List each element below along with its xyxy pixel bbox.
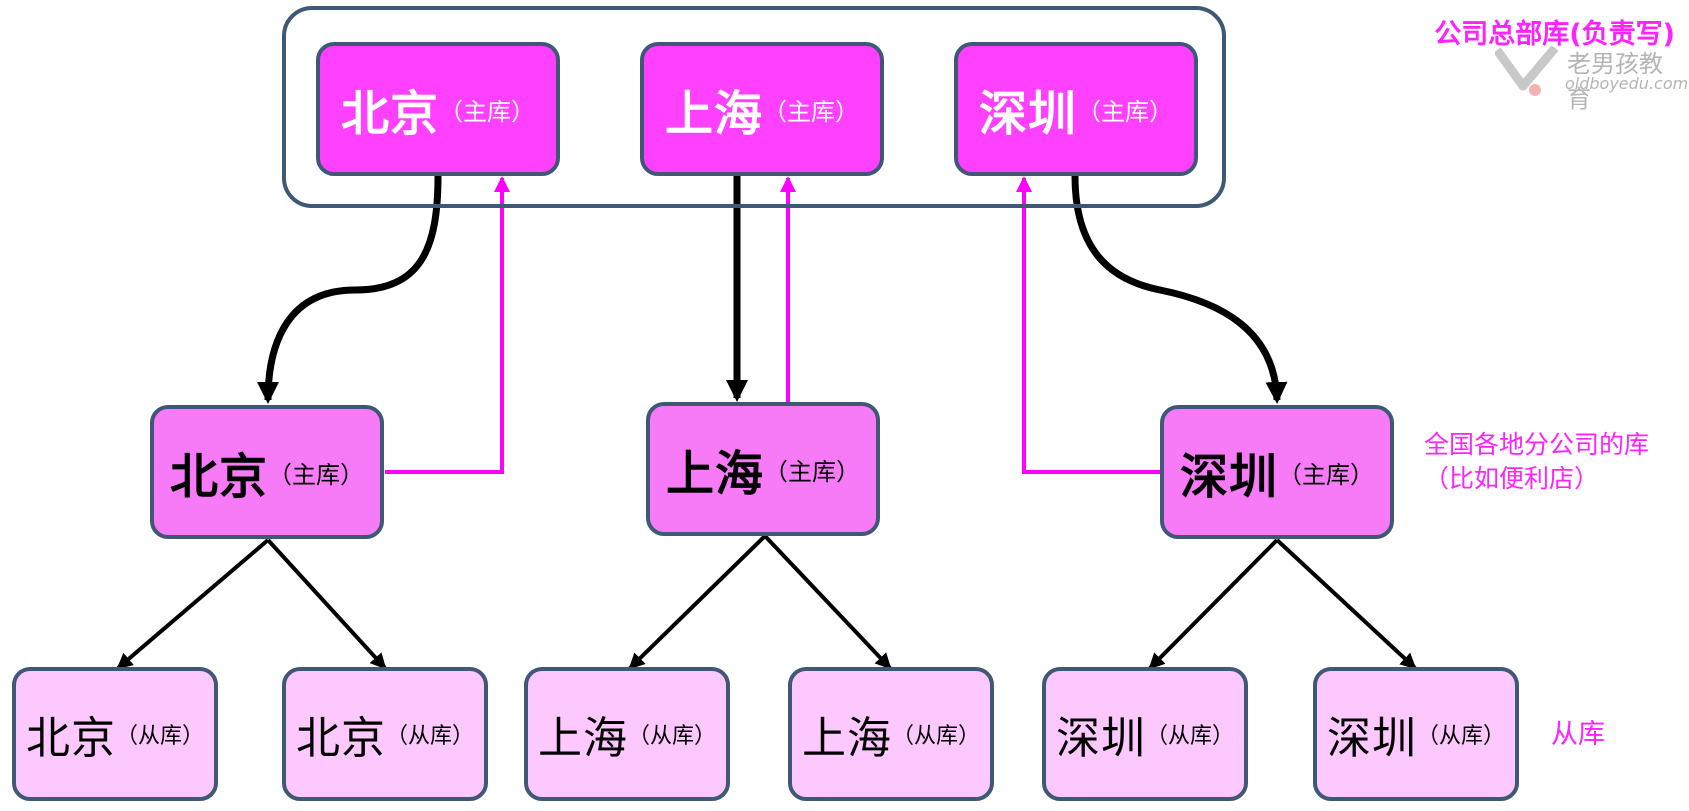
node-role: （从库） <box>385 724 474 749</box>
oldboy-logo-icon <box>1495 46 1559 96</box>
watermark: 老男孩教育 oldboyedu.com <box>1495 44 1689 113</box>
slave-arrow-shenzhen-2 <box>1275 538 1417 670</box>
slave-node-shenzhen-1: 深圳 （从库） <box>1042 667 1248 801</box>
slave-node-shanghai-1: 上海 （从库） <box>524 667 730 801</box>
watermark-name: 老男孩教育 <box>1567 50 1663 113</box>
slave-arrow-shanghai-1 <box>628 534 767 670</box>
hq-group-frame <box>282 6 1226 208</box>
node-role: （主库） <box>1278 460 1374 489</box>
node-city: 深圳 <box>1326 713 1417 764</box>
slave-arrow-beijing-2 <box>266 538 387 670</box>
node-role: （从库） <box>115 724 204 749</box>
node-city: 北京 <box>340 86 439 142</box>
node-role: （主库） <box>439 97 535 126</box>
slave-node-beijing-2: 北京 （从库） <box>282 667 488 801</box>
replication-arrow-beijing <box>257 175 442 404</box>
hq-node-shenzhen: 深圳 （主库） <box>954 42 1198 176</box>
node-city: 上海 <box>664 86 763 142</box>
branch-node-shenzhen: 深圳 （主库） <box>1160 405 1394 539</box>
sync-arrow-beijing <box>385 176 510 474</box>
watermark-url: oldboyedu.com <box>1565 74 1689 93</box>
branch-node-shanghai: 上海 （主库） <box>646 402 880 536</box>
node-role: （主库） <box>268 460 364 489</box>
branch-tier-label-line2: （比如便利店） <box>1424 464 1600 493</box>
node-role: （主库） <box>763 97 859 126</box>
node-role: （从库） <box>1416 724 1505 749</box>
sync-arrow-shenzhen <box>1016 176 1160 474</box>
branch-tier-label: 全国各地分公司的库 （比如便利店） <box>1424 428 1649 496</box>
node-city: 上海 <box>537 713 628 764</box>
node-city: 上海 <box>665 446 764 502</box>
node-city: 北京 <box>25 713 116 764</box>
slave-arrow-shanghai-2 <box>763 534 892 670</box>
hq-node-shanghai: 上海 （主库） <box>640 42 884 176</box>
slave-arrow-beijing-1 <box>116 538 270 670</box>
slave-arrow-shenzhen-1 <box>1148 538 1279 670</box>
node-city: 深圳 <box>1055 713 1146 764</box>
node-city: 深圳 <box>978 86 1077 142</box>
node-city: 上海 <box>801 713 892 764</box>
slave-tier-label: 从库 <box>1551 719 1605 750</box>
node-city: 北京 <box>295 713 386 764</box>
branch-tier-label-line1: 全国各地分公司的库 <box>1424 430 1650 459</box>
slave-node-shanghai-2: 上海 （从库） <box>788 667 994 801</box>
node-city: 深圳 <box>1179 449 1278 505</box>
hq-tier-label: 公司总部库(负责写) <box>1434 19 1675 50</box>
hq-node-beijing: 北京 （主库） <box>316 42 560 176</box>
node-role: （主库） <box>1077 97 1173 126</box>
slave-node-beijing-1: 北京 （从库） <box>12 667 218 801</box>
node-role: （从库） <box>1145 724 1234 749</box>
node-role: （从库） <box>891 724 980 749</box>
replication-arrow-shenzhen <box>1071 175 1288 404</box>
branch-node-beijing: 北京 （主库） <box>150 405 384 539</box>
node-role: （主库） <box>764 457 860 486</box>
slave-node-shenzhen-2: 深圳 （从库） <box>1313 667 1519 801</box>
node-city: 北京 <box>169 449 268 505</box>
node-role: （从库） <box>627 724 716 749</box>
